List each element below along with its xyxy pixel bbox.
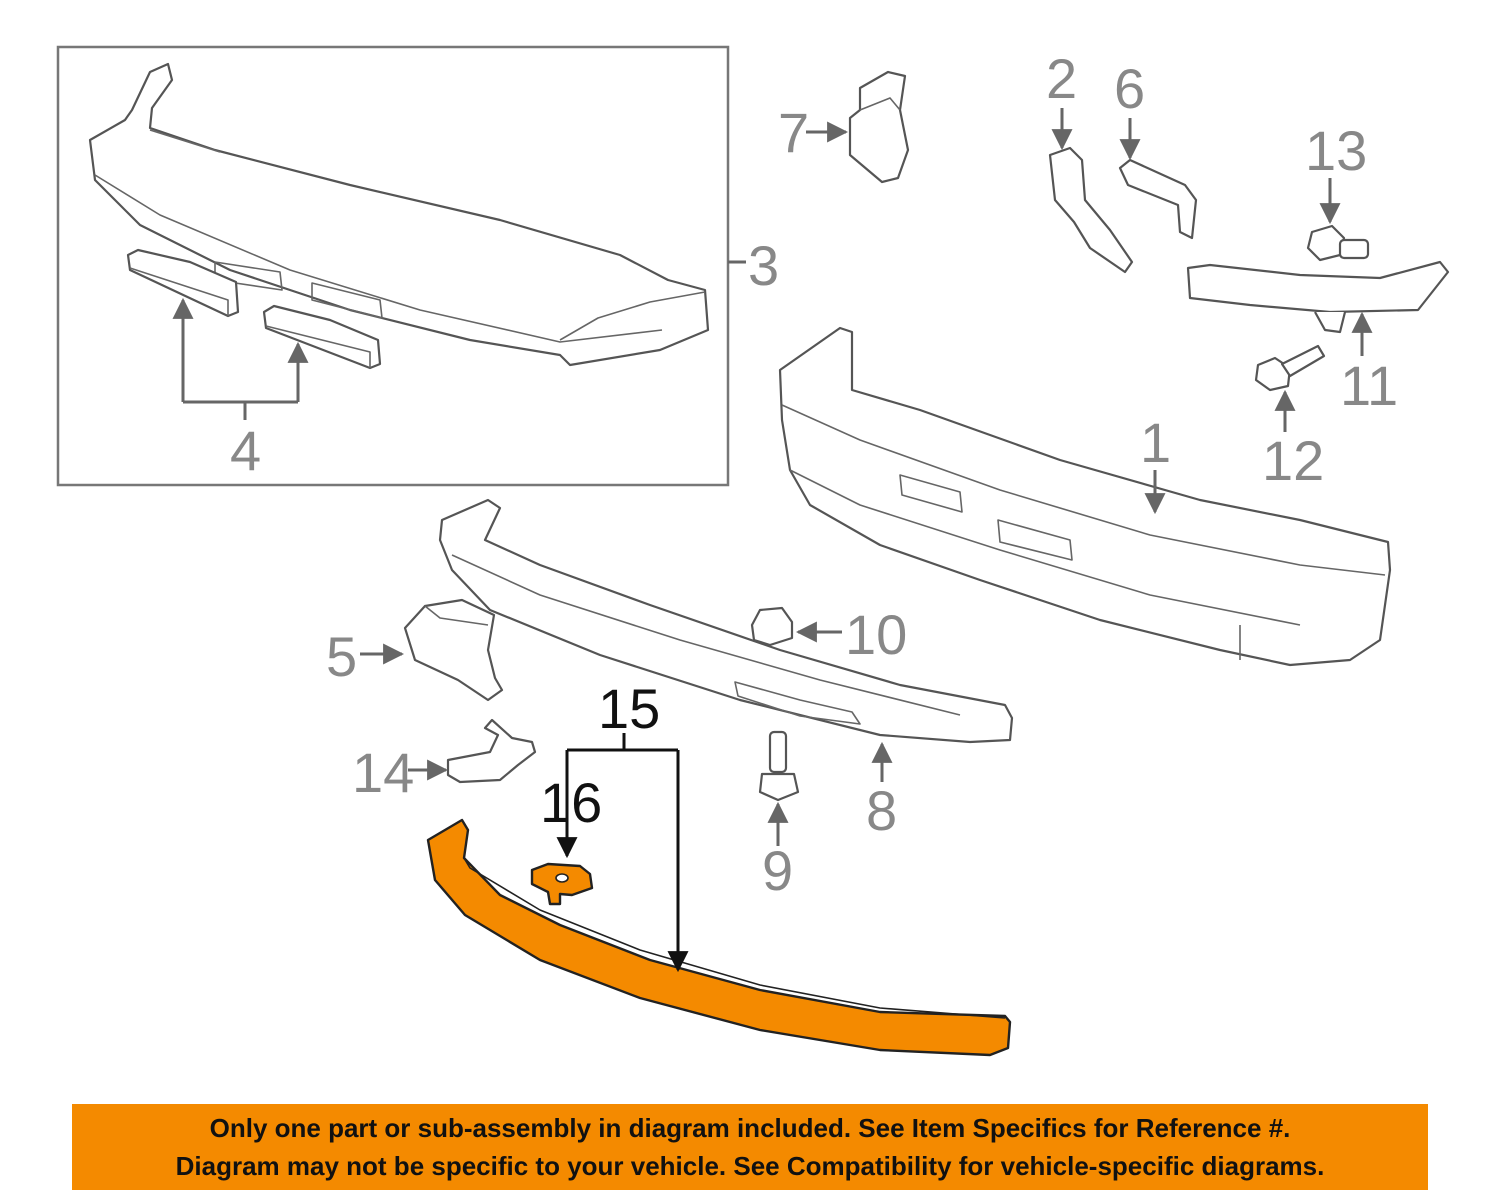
callout-3: 3 [748,234,779,297]
part-12-bolt [1254,344,1326,392]
callout-16: 16 [540,771,602,834]
callout-9: 9 [762,839,793,902]
part-4-bracket-right [262,304,382,370]
disclaimer-line-2: Diagram may not be specific to your vehi… [175,1151,1325,1181]
callout-2: 2 [1046,47,1077,110]
callout-4: 4 [230,419,261,482]
callout-12: 12 [1262,429,1324,492]
callout-15-leaders [556,733,689,973]
callout-4-leaders [172,297,309,420]
part-15-lower-valance [426,818,1012,1057]
part-9-stud [758,730,800,802]
callout-15: 15 [598,677,660,740]
part-1-bumper-face-bar [778,326,1392,667]
callout-1: 1 [1140,411,1171,474]
part-7-bracket [848,70,910,184]
part-6-bracket [1118,158,1198,240]
part-4-bracket-left [126,248,240,318]
callout-7: 7 [778,101,809,164]
part-10-clip [750,606,794,647]
part-8-reinforcement [438,498,1014,744]
callout-13: 13 [1305,119,1367,182]
part-13-bolt [1306,224,1370,262]
disclaimer-line-1: Only one part or sub-assembly in diagram… [209,1113,1291,1143]
callout-11: 11 [1340,354,1398,417]
assembly-inset-box [56,45,730,487]
callout-14: 14 [352,741,414,804]
part-14-bracket [446,718,537,784]
part-16-nut [530,862,594,906]
part-11-energy-absorber [1186,260,1450,334]
callout-8: 8 [866,779,897,842]
callout-5: 5 [326,625,357,688]
disclaimer-banner: Only one part or sub-assembly in diagram… [72,1104,1428,1190]
part-3-bumper-assembly [88,62,710,367]
part-5-bracket [403,598,504,702]
callout-10: 10 [845,603,907,666]
banner-background [72,1104,1428,1190]
callout-6: 6 [1114,57,1145,120]
part-2-bracket [1048,146,1134,274]
